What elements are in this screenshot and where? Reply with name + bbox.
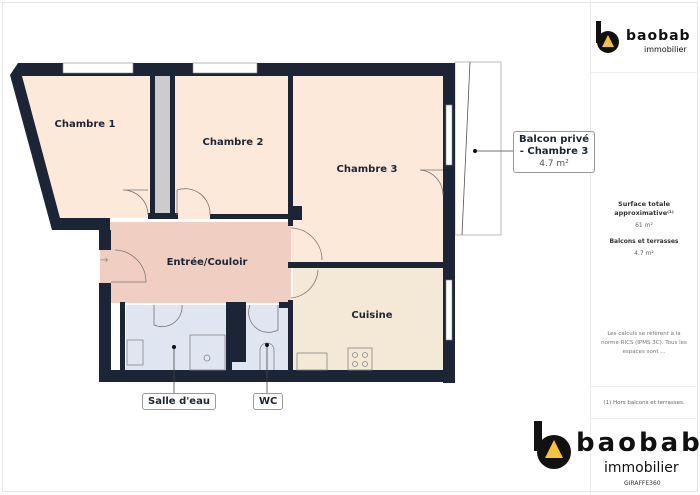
room-entree — [100, 222, 291, 303]
surface-summary: Surface totale approximative⁽¹⁾ 61 m² Ba… — [592, 200, 696, 258]
leader-lines — [173, 150, 513, 395]
balcony-name: Balcon privé — [519, 134, 590, 145]
room-salle-eau — [126, 305, 226, 370]
balcony-total-label: Balcons et terrasses — [609, 238, 679, 245]
baobab-logo-icon — [596, 21, 619, 53]
doors — [111, 169, 444, 333]
info-sidebar — [590, 0, 699, 495]
label-cuisine: Cuisine — [351, 310, 392, 321]
credit: GIRAFFE360 — [624, 480, 661, 487]
label-wc: WC — [253, 393, 284, 410]
disclaimer-block: Les calculs se réfèrent à la norme RICS … — [592, 330, 696, 357]
fixtures — [126, 334, 373, 371]
baobab-logo-icon — [534, 421, 571, 469]
windows — [62, 62, 453, 341]
brand-logo-large: baobab immobilier GIRAFFE360 — [532, 420, 700, 495]
label-chambre-1: Chambre 1 — [55, 119, 116, 130]
balcony — [454, 61, 502, 236]
room-chambre-2 — [175, 76, 289, 219]
balcony-name-2: - Chambre 3 — [519, 146, 589, 157]
divider — [590, 386, 698, 387]
entry-arrow-icon: → — [100, 255, 108, 266]
brand-name: baobab — [626, 28, 691, 44]
brand-sub: immobilier — [644, 45, 687, 54]
label-salle-eau: Salle d'eau — [142, 393, 216, 410]
room-chambre-3 — [292, 76, 443, 262]
balcony-total-value: 4.7 m² — [634, 250, 654, 257]
footnote-block: (1) Hors balcons et terrasses. — [592, 399, 696, 408]
disclaimer: Les calculs se réfèrent à la norme RICS … — [601, 331, 687, 355]
divider — [590, 72, 698, 73]
surface-value: 61 m² — [635, 222, 653, 229]
label-chambre-3: Chambre 3 — [337, 164, 398, 175]
room-chambre-1 — [22, 76, 153, 218]
balcony-area: 4.7 m² — [539, 159, 569, 169]
closet — [153, 76, 173, 218]
brand-name: baobab — [576, 428, 700, 458]
surface-label: Surface totale approximative⁽¹⁾ — [614, 200, 674, 217]
label-balcony: Balcon privé - Chambre 3 4.7 m² — [513, 131, 596, 173]
footnote: (1) Hors balcons et terrasses. — [603, 400, 685, 406]
label-entree: Entrée/Couloir — [167, 256, 248, 268]
floor-plan: → Chambre 1 Chambre 2 Chambre 3 Entrée/C… — [10, 61, 513, 395]
brand-sub: immobilier — [604, 460, 679, 476]
brand-logo-small: baobab immobilier — [594, 20, 694, 60]
label-chambre-2: Chambre 2 — [203, 137, 264, 148]
divider — [590, 418, 698, 419]
